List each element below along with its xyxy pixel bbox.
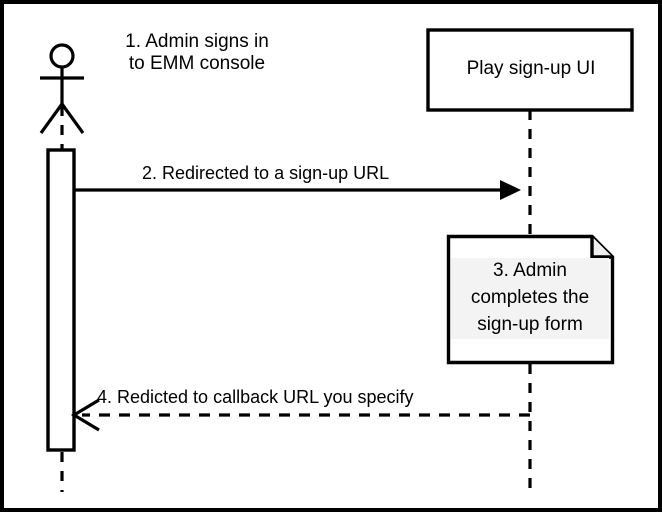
participant-label-play-signup-ui: Play sign-up UI bbox=[466, 58, 596, 79]
actor-activation-bar bbox=[46, 148, 76, 452]
message-2-label: 2. Redirected to a sign-up URL bbox=[142, 163, 390, 183]
step-1-line-1: 1. Admin signs in bbox=[125, 31, 269, 52]
message-2-arrowhead-filled bbox=[500, 180, 521, 200]
message-4-arrowhead-open bbox=[70, 398, 100, 432]
note-line-1: 3. Admin bbox=[451, 258, 609, 285]
actor-leg-left-icon bbox=[39, 103, 64, 134]
actor-admin bbox=[39, 43, 85, 134]
note-line-2: completes the bbox=[451, 284, 609, 312]
participant-box-play-signup-ui[interactable] bbox=[426, 28, 634, 112]
step-1-line-2: to EMM console bbox=[128, 53, 266, 75]
note-folded-corner-icon bbox=[590, 236, 613, 259]
note-line-3: sign-up form bbox=[451, 311, 609, 339]
message-4-label: 4. Redicted to callback URL you specify bbox=[97, 387, 414, 407]
actor-head-icon bbox=[49, 43, 75, 69]
message-arrow-2 bbox=[74, 180, 521, 200]
message-arrow-4 bbox=[70, 398, 530, 432]
actor-leg-right-icon bbox=[60, 103, 85, 134]
